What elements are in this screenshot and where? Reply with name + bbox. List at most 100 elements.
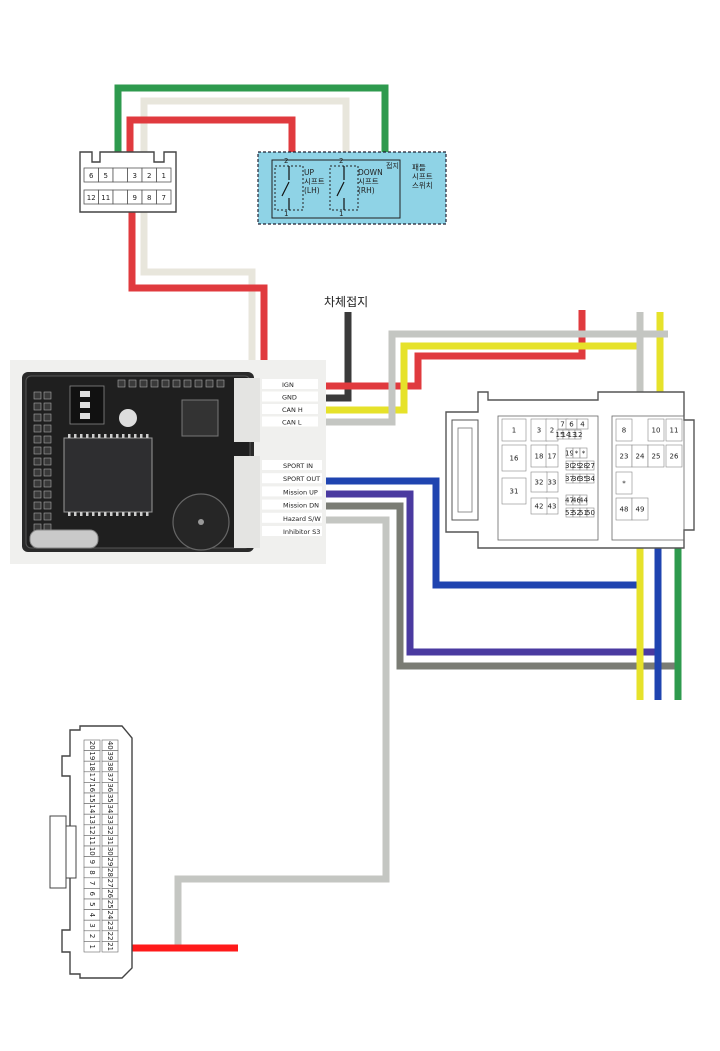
top-connector-pin: 5 [104, 172, 108, 180]
module-pin-bg [262, 379, 318, 389]
right-connector-pin: 23 [620, 453, 629, 461]
bottom-connector-pin: 15 [88, 794, 96, 803]
bottom-connector-pin: 28 [106, 868, 114, 877]
bottom-connector-pin: 39 [106, 751, 114, 760]
bottom-connector-pin: 38 [106, 762, 114, 771]
chip-leg [86, 512, 89, 516]
top-connector-pin: 9 [133, 194, 137, 202]
pcb-pin [33, 424, 42, 433]
right-connector-pin: 42 [535, 503, 544, 511]
right-connector-pin: 33 [548, 479, 557, 487]
pcb-pin [43, 435, 52, 444]
chip-leg [68, 512, 71, 516]
bottom-connector-pin: 20 [88, 741, 96, 750]
right-connector-cell [501, 444, 527, 472]
bottom-connector-pin: 11 [88, 836, 96, 845]
chip-leg [140, 434, 143, 438]
pcb-pin [183, 379, 192, 388]
bottom-connector-pin: 37 [106, 773, 114, 782]
module-pin-bg [262, 391, 318, 402]
right-connector-pin: 50 [586, 509, 595, 517]
wire-darkgray-dn [322, 502, 680, 670]
bottom-connector-pin: 36 [106, 783, 114, 792]
wire-black-chassis [318, 312, 352, 402]
bottom-connector-pin: 2 [88, 934, 96, 938]
pcb-pin [117, 379, 126, 388]
bottom-connector-pin: 40 [106, 741, 114, 750]
module-pin-bg [262, 512, 322, 523]
pcb-pin [43, 424, 52, 433]
top-connector-cell [156, 167, 172, 183]
pcb-pin [43, 479, 52, 488]
right-connector-pin: 43 [548, 503, 557, 511]
right-connector-pin: 47 [565, 497, 574, 505]
bottom-connector-pin: 22 [106, 932, 114, 941]
right-connector-cell [579, 447, 588, 459]
chip-leg [116, 512, 119, 516]
bottom-connector-pin: 32 [106, 826, 114, 835]
pcb-pin [139, 379, 148, 388]
switch-up-pin-1: 1 [284, 210, 288, 218]
chip-leg [128, 512, 131, 516]
chip-leg [104, 434, 107, 438]
pcb-pin [33, 391, 42, 400]
bottom-connector-pin: 33 [106, 815, 114, 824]
right-connector-cell [530, 471, 548, 493]
module-pin-label: Mission UP [283, 488, 318, 496]
pcb-pin [161, 379, 170, 388]
right-connector-pin: 17 [548, 453, 557, 461]
chip-leg [116, 434, 119, 438]
right-connector-pin: 14 [562, 431, 571, 439]
right-connector-pin: 44 [579, 497, 588, 505]
pcb-pin [33, 413, 42, 422]
pcb-pin [43, 402, 52, 411]
right-connector-cell [579, 494, 588, 506]
pcb-pin [33, 435, 42, 444]
module-pin-bg [262, 416, 318, 427]
right-connector-pin: 35 [579, 475, 588, 483]
bottom-connector-pin: 10 [88, 847, 96, 856]
paddle-shift-switch: 2 1 2 1 UP 시프트 (LH) DOWN 시프트 (RH) 접지 패들 … [257, 151, 447, 225]
bottom-connector-pin: 27 [106, 879, 114, 888]
right-connector-pin: 29 [572, 462, 581, 470]
chip-leg [68, 434, 71, 438]
top-connector-pin: 7 [162, 194, 166, 202]
right-connector-pin: 4 [580, 421, 585, 429]
right-connector-pin: 31 [510, 488, 519, 496]
switch-down-pin-2: 2 [339, 157, 343, 165]
wire-red-ign [318, 310, 586, 390]
pcb-pin [43, 468, 52, 477]
chip-leg [74, 434, 77, 438]
wire-red-up [126, 116, 296, 178]
right-connector-cell [665, 444, 683, 468]
bottom-connector-pin: 5 [88, 902, 96, 906]
chip-leg [92, 512, 95, 516]
right-connector-pin: 48 [620, 506, 629, 514]
bottom-connector-pin: 9 [88, 860, 96, 864]
top-connector-pin: 2 [147, 172, 151, 180]
right-connector-pin: 3 [537, 427, 541, 435]
switch-up-label-3: (LH) [304, 186, 320, 195]
chip-leg [146, 434, 149, 438]
bottom-connector-pin: 18 [88, 762, 96, 771]
switch-up-pin-2: 2 [284, 157, 288, 165]
chip-leg [110, 434, 113, 438]
pcb-pin [172, 379, 181, 388]
right-connector-pin: 27 [586, 462, 595, 470]
chip-leg [146, 512, 149, 516]
right-connector-pin: * [582, 450, 586, 458]
top-connector-cell [112, 167, 128, 183]
chip-leg [134, 434, 137, 438]
switch-title-2: 시프트 [412, 172, 433, 181]
right-connector-pin: 32 [535, 479, 544, 487]
top-connector-cell [112, 189, 128, 205]
module-pin-label: GND [282, 394, 297, 402]
chip-leg [134, 512, 137, 516]
right-connector-pin: 7 [560, 421, 564, 429]
right-connector-cell [586, 507, 595, 518]
pcb-pin [216, 379, 225, 388]
right-connector-pin: * [622, 480, 626, 488]
switch-title-1: 패들 [412, 162, 426, 172]
